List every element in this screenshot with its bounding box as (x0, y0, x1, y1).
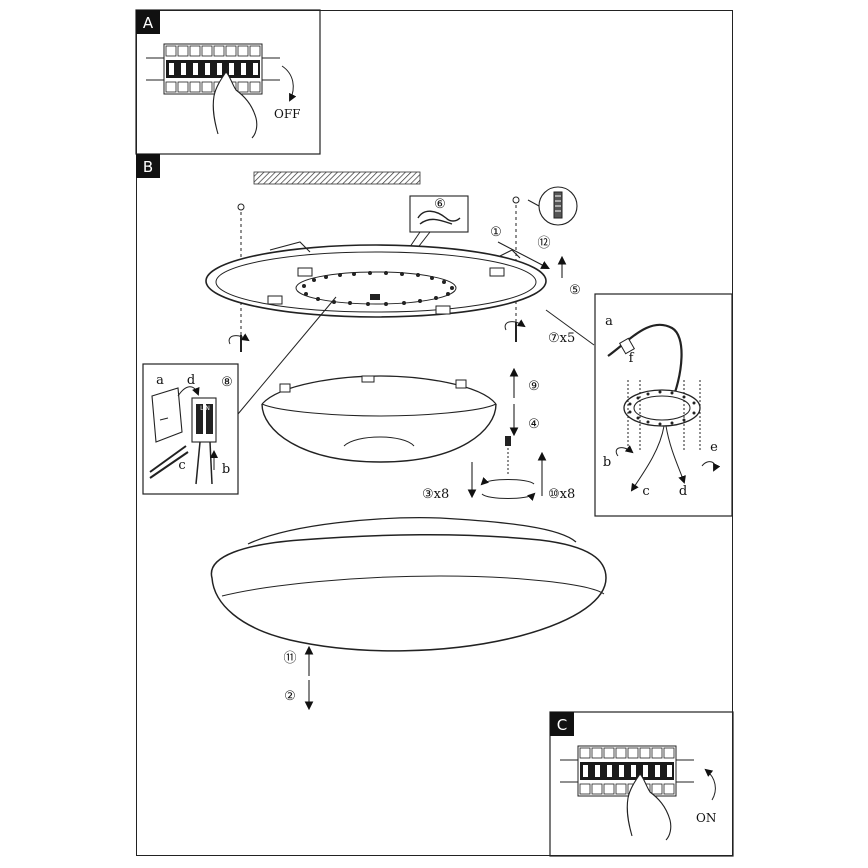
off-label: OFF (274, 107, 301, 121)
detail-right-d: d (679, 484, 687, 499)
switch-on-arrow-icon (704, 768, 716, 801)
step-9-label: ⑨ (528, 379, 540, 394)
diffuser-shade (210, 517, 607, 652)
step-7-label: ⑦x5 (548, 331, 575, 346)
hand-icon (626, 773, 672, 841)
led-module (261, 375, 497, 463)
panel-b-tag: B (143, 158, 153, 176)
wall-plug-icon (527, 186, 578, 226)
wiring-detail-left (142, 363, 239, 495)
panel-a-tag-bg (136, 10, 160, 34)
wiring-detail-right (594, 293, 733, 517)
screw-rotation-icon (480, 436, 536, 502)
detail-right-a: a (605, 314, 613, 329)
detail-right-b: b (603, 455, 611, 470)
switch-off-arrow-icon (281, 65, 297, 102)
step-10-label: ⑩x8 (548, 487, 575, 502)
step-6-callout (377, 195, 469, 297)
detail-left-a: a (156, 373, 164, 388)
hand-icon (212, 71, 258, 139)
step-6-label: ⑥ (434, 197, 446, 212)
panel-c-tag-bg (550, 712, 574, 736)
step-4-label: ④ (528, 417, 540, 432)
step-1-label: ① (490, 225, 502, 240)
panel-b-tag-bg (136, 154, 160, 178)
panel-a-tag: A (143, 14, 154, 32)
mounting-plate (205, 241, 547, 318)
detail-right-c: c (642, 484, 649, 499)
detail-left-d: d (187, 373, 195, 388)
detail-right-leader (545, 309, 595, 346)
drill-hole-right (504, 196, 526, 342)
breaker-block-c (560, 745, 694, 797)
panel-c: C (549, 711, 734, 857)
step-3-label: ③x8 (422, 487, 449, 502)
slide-arrow-icon (497, 241, 550, 270)
panel-c-border (549, 711, 734, 857)
step-8-label: ⑧ (221, 375, 233, 390)
detail-left-c: c (178, 458, 185, 473)
detail-left-leader (237, 296, 337, 415)
step-11-label: ⑪ (283, 651, 296, 666)
ceiling-icon (253, 171, 421, 185)
detail-right-e: e (710, 440, 718, 455)
detail-right-f: f (629, 351, 635, 366)
panel-a-border (135, 9, 321, 155)
step-5-label: ⑤ (569, 283, 581, 298)
terminal-label: L N (200, 405, 210, 412)
panel-a: A (135, 9, 321, 155)
step-2-label: ② (284, 689, 296, 704)
step-12-label: ⑫ (537, 236, 550, 251)
breaker-block-a (146, 43, 280, 95)
on-label: ON (696, 811, 716, 825)
drill-hole-left (228, 203, 250, 352)
detail-left-b: b (222, 462, 230, 477)
panel-c-tag: C (557, 716, 567, 734)
